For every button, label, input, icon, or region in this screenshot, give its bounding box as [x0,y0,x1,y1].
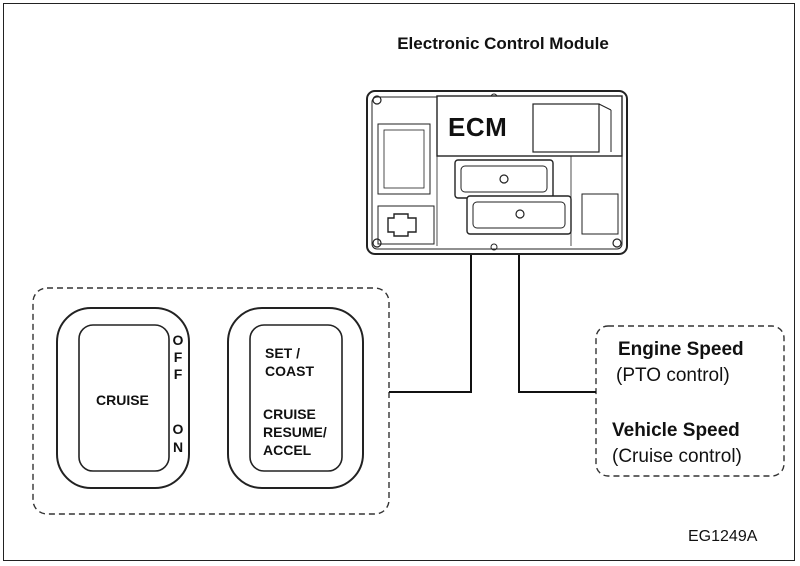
switch-panel-outline [32,287,390,515]
cruise-control-label: (Cruise control) [612,446,742,467]
input-box-outline [595,325,785,477]
set-coast-label: SET / COAST [265,345,314,379]
diagram-title: Electronic Control Module [397,34,609,53]
figure-id: EG1249A [688,528,758,545]
diagram-frame [3,3,795,561]
ecm-label: ECM [448,112,508,142]
engine-speed-label: Engine Speed [618,339,744,360]
vehicle-speed-label: Vehicle Speed [612,420,740,441]
set-resume-switch [227,307,364,489]
pto-control-label: (PTO control) [616,365,730,386]
wiring [389,255,596,393]
ecm-module [366,90,628,255]
cruise-switch-label: CRUISE [96,392,149,408]
cruise-resume-accel-label: CRUISE RESUME/ ACCEL [263,406,327,458]
cruise-switch [56,307,190,489]
